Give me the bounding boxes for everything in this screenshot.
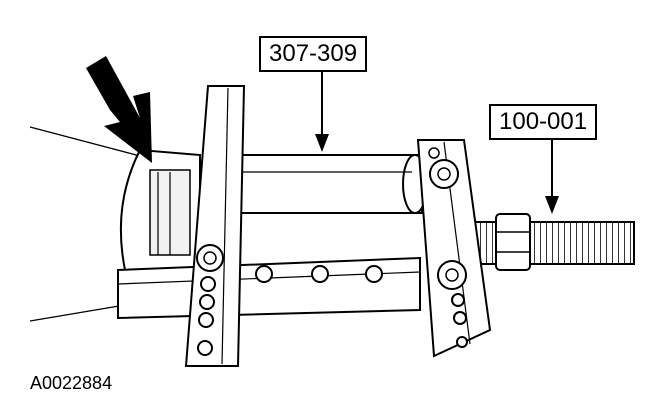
threaded-rod	[473, 213, 635, 271]
upper-beam	[231, 154, 428, 214]
bearing-hub	[119, 148, 201, 271]
right-plate	[416, 139, 492, 358]
left-arm	[184, 85, 246, 367]
callout-arrow-tool-b	[545, 136, 559, 214]
callout-arrow-tool-a	[315, 68, 329, 152]
callout-label-100-001: 100-001	[489, 104, 598, 140]
leader-line-upper	[29, 126, 141, 157]
pointer-arrow	[86, 56, 152, 163]
figure-id-label: A0022884	[30, 373, 113, 393]
leader-line-lower	[29, 304, 126, 322]
callout-label-307-309: 307-309	[259, 36, 368, 72]
